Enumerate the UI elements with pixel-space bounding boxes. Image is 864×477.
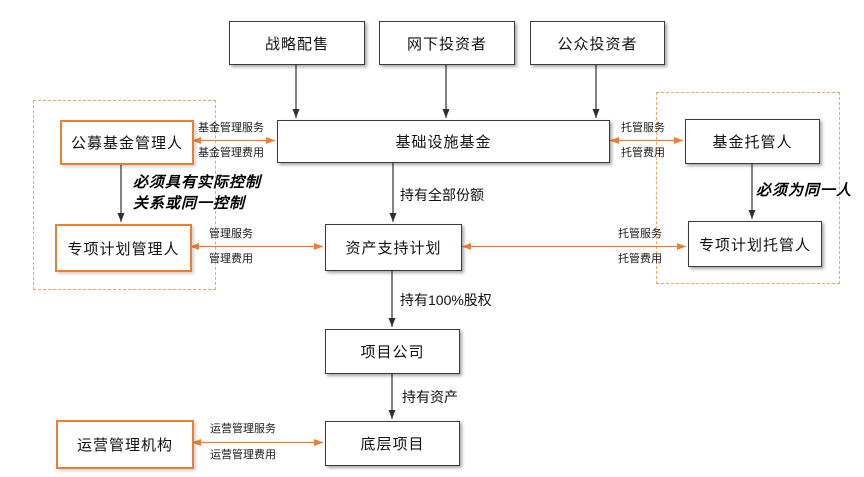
edge-label-custody-fee-top: 托管费用: [621, 147, 665, 159]
node-fund-custodian: 基金托管人: [685, 119, 820, 164]
node-public-investors: 公众投资者: [530, 21, 665, 65]
annotation-control-line1: 必须具有实际控制: [133, 174, 262, 191]
edge-label-fund-mgmt-fee: 基金管理费用: [198, 147, 264, 159]
node-project-company: 项目公司: [325, 329, 460, 374]
annotation-same-person: 必须为同一人: [756, 182, 853, 199]
edge-label-mgmt-fee: 管理费用: [209, 253, 253, 265]
node-infrastructure-fund: 基础设施基金: [277, 120, 610, 163]
node-public-fund-manager: 公募基金管理人: [60, 120, 194, 165]
node-strategic-placement: 战略配售: [229, 21, 365, 65]
edge-label-ops-service: 运营管理服务: [210, 423, 276, 435]
node-operation-manager: 运营管理机构: [56, 420, 194, 469]
flow-arrows: [117, 63, 756, 419]
flow-label-holds-assets: 持有资产: [402, 389, 458, 405]
edge-label-ops-fee: 运营管理费用: [210, 449, 276, 461]
edge-label-custody-service-mid: 托管服务: [618, 228, 662, 240]
annotation-control-line2: 关系或同一控制: [133, 195, 246, 212]
edge-label-custody-fee-mid: 托管费用: [618, 253, 662, 265]
edge-label-mgmt-service: 管理服务: [209, 228, 253, 240]
edge-label-fund-mgmt-service: 基金管理服务: [198, 122, 264, 134]
service-arrows: [190, 137, 686, 446]
node-offline-investors: 网下投资者: [379, 21, 515, 65]
node-special-plan-manager: 专项计划管理人: [55, 224, 192, 272]
annotation-control-relationship: 必须具有实际控制 关系或同一控制: [133, 172, 261, 214]
node-special-plan-custodian: 专项计划托管人: [688, 221, 822, 267]
flow-label-holds-100-equity: 持有100%股权: [400, 292, 492, 308]
manager-group-dashed-box: [33, 100, 216, 290]
custodian-group-dashed-box: [656, 92, 840, 284]
flow-label-holds-all-shares: 持有全部份额: [400, 187, 484, 203]
edge-label-custody-service-top: 托管服务: [621, 122, 665, 134]
node-underlying-project: 底层项目: [325, 421, 460, 466]
node-asset-backed-plan: 资产支持计划: [325, 224, 462, 271]
